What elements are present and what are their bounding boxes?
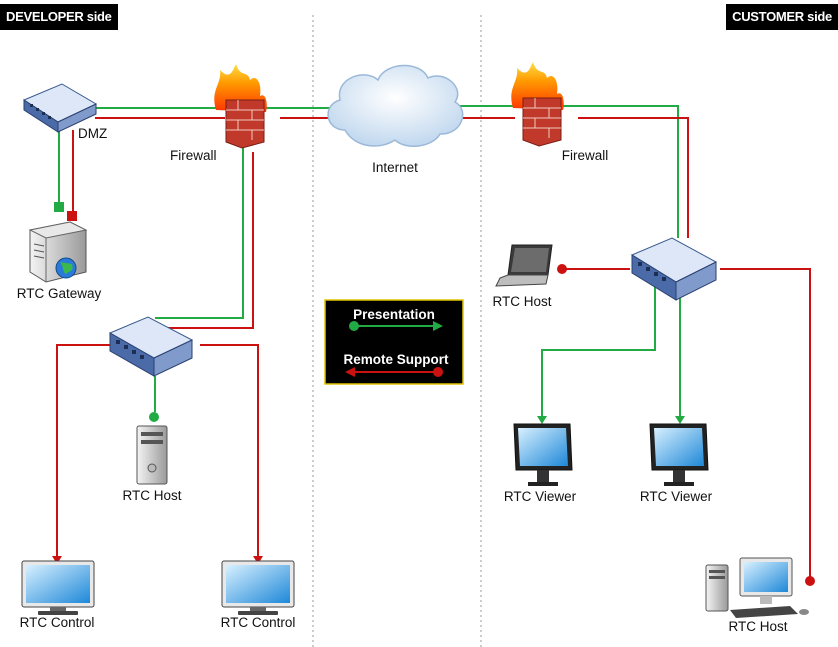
legend-remote-support-dot xyxy=(433,367,443,377)
legend-presentation-label: Presentation xyxy=(353,307,435,322)
legend-box: Presentation Remote Support xyxy=(324,299,464,385)
firewall-left-icon xyxy=(214,64,267,149)
link-endpoints xyxy=(52,202,815,586)
developer-switch-icon xyxy=(108,316,194,377)
rtc-control-monitor-2-icon xyxy=(221,560,295,615)
rtc-host-desktop-label: RTC Host xyxy=(728,619,787,634)
internet-cloud-icon xyxy=(327,64,464,147)
dmz-label: DMZ xyxy=(78,126,107,141)
rtc-host-laptop-icon xyxy=(495,244,553,287)
firewall-right-label: Firewall xyxy=(562,148,609,163)
rtc-host-left-label: RTC Host xyxy=(122,488,181,503)
rtc-host-tower-icon xyxy=(136,425,168,485)
legend-presentation-arrow xyxy=(433,321,443,331)
developer-side-header: DEVELOPER side xyxy=(0,4,118,30)
dmz-switch-icon xyxy=(22,83,98,133)
rtc-control-2-label: RTC Control xyxy=(221,615,296,630)
rtc-viewer-1-label: RTC Viewer xyxy=(504,489,577,504)
firewall-right-icon xyxy=(511,62,564,147)
firewall-left-label: Firewall xyxy=(170,148,217,163)
gateway-server-icon xyxy=(28,221,88,283)
customer-switch-icon xyxy=(630,237,718,301)
rtc-host-desktop-icon xyxy=(705,557,809,618)
customer-side-header: CUSTOMER side xyxy=(726,4,838,30)
legend-remote-support-arrow xyxy=(345,367,355,377)
rtc-viewer-2-label: RTC Viewer xyxy=(640,489,713,504)
rtc-host-laptop-label: RTC Host xyxy=(492,294,551,309)
rtc-control-1-label: RTC Control xyxy=(20,615,95,630)
legend-presentation-dot xyxy=(349,321,359,331)
rtc-viewer-monitor-2-icon xyxy=(649,423,709,486)
presentation-links xyxy=(58,105,681,420)
rtc-control-monitor-1-icon xyxy=(21,560,95,615)
legend-remote-support-label: Remote Support xyxy=(343,352,449,367)
internet-label: Internet xyxy=(372,160,418,175)
remote-support-links xyxy=(56,117,811,580)
rtc-viewer-monitor-1-icon xyxy=(513,423,573,486)
rtc-gateway-label: RTC Gateway xyxy=(17,286,102,301)
